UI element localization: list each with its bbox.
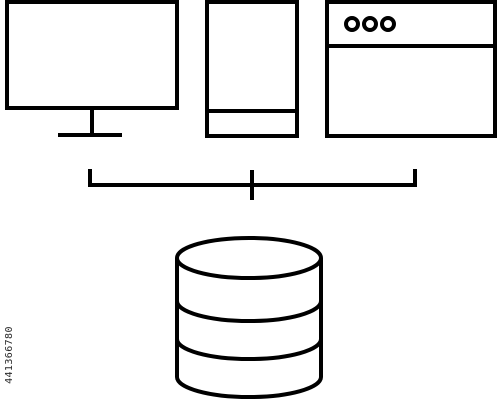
stock-image-id: 441366780: [4, 326, 15, 384]
database-layer-arc: [175, 338, 323, 361]
browser-window-icon: [325, 0, 497, 138]
phone-body: [205, 0, 299, 138]
window-control-dot: [344, 16, 360, 32]
database-icon: [175, 236, 323, 399]
connector-bracket: [88, 169, 417, 200]
database-top-ellipse: [175, 236, 323, 280]
monitor-screen: [5, 0, 179, 110]
window-control-dot: [380, 16, 396, 32]
mobile-phone-icon: [205, 0, 299, 138]
database-bottom-arc: [175, 376, 323, 399]
browser-frame: [325, 0, 497, 138]
desktop-monitor-icon: [5, 0, 179, 137]
database-layer-arc: [175, 300, 323, 323]
window-control-dot: [362, 16, 378, 32]
